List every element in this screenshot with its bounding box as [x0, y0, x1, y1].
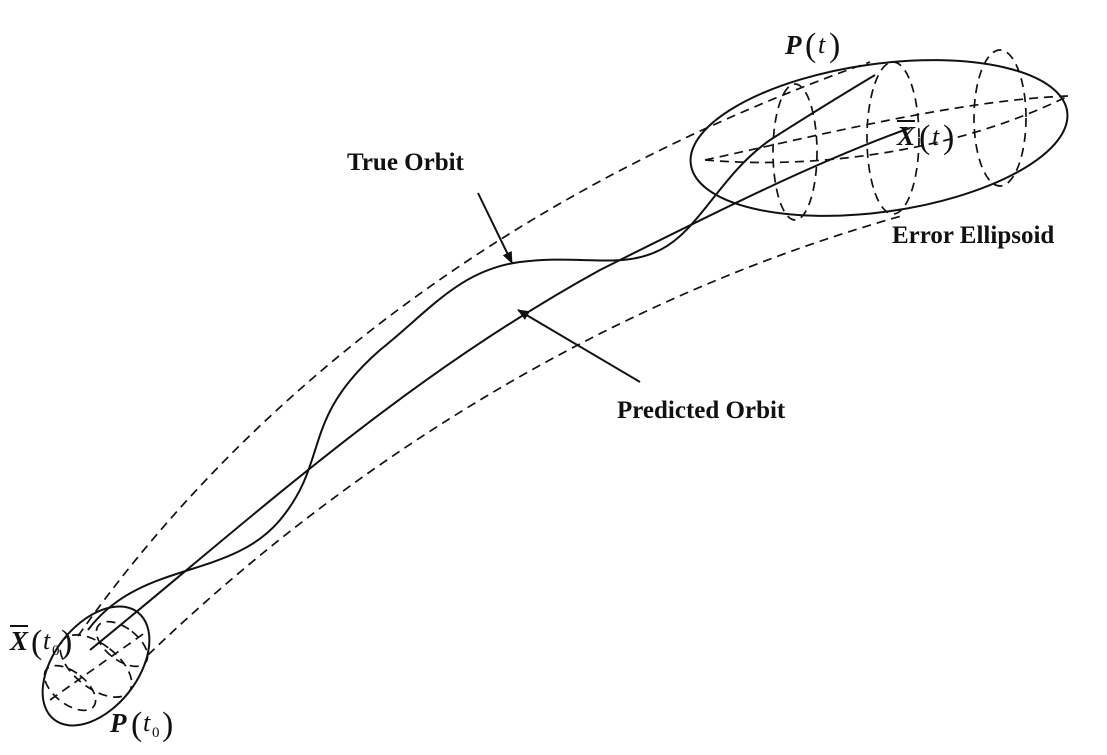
true-orbit-pointer-arrow — [477, 192, 513, 264]
lower-envelope-dashed-line — [147, 214, 906, 656]
svg-text:(: ( — [805, 27, 816, 64]
svg-text:): ) — [829, 27, 840, 64]
svg-text:(: ( — [31, 624, 42, 661]
svg-text:t: t — [932, 122, 940, 151]
svg-text:): ) — [162, 706, 173, 743]
svg-text:(: ( — [131, 706, 142, 743]
covariance-p-t0-label: P ( t 0 ) — [109, 706, 173, 743]
predicted-orbit-path — [89, 127, 911, 651]
mean-state-x-t0-label: X ( t 0 ) — [9, 624, 72, 661]
mean-state-x-t-label: X ( t ) — [896, 119, 954, 156]
true-orbit-path — [87, 74, 876, 631]
error-ellipsoid-outline — [689, 59, 1069, 217]
upper-envelope-dashed-line — [77, 61, 871, 637]
svg-text:t: t — [143, 708, 151, 737]
svg-text:P: P — [109, 708, 127, 738]
true-orbit-label: True Orbit — [347, 149, 465, 176]
svg-text:0: 0 — [152, 725, 160, 741]
svg-text:t: t — [818, 30, 826, 59]
svg-text:P: P — [784, 30, 802, 60]
error-ellipsoid-dashed-sections — [704, 49, 1069, 221]
svg-text:X: X — [9, 626, 29, 656]
svg-text:t: t — [43, 626, 51, 655]
svg-text:): ) — [943, 119, 954, 156]
initial-ellipse-hatching — [43, 620, 149, 712]
covariance-p-t-label: P ( t ) — [784, 27, 840, 64]
svg-text:): ) — [61, 624, 72, 661]
predicted-orbit-label: Predicted Orbit — [617, 397, 786, 424]
svg-text:X: X — [896, 121, 916, 151]
svg-text:0: 0 — [52, 643, 60, 659]
predicted-orbit-pointer-arrow — [517, 309, 641, 383]
svg-text:(: ( — [919, 119, 930, 156]
error-ellipsoid-label: Error Ellipsoid — [892, 222, 1054, 249]
